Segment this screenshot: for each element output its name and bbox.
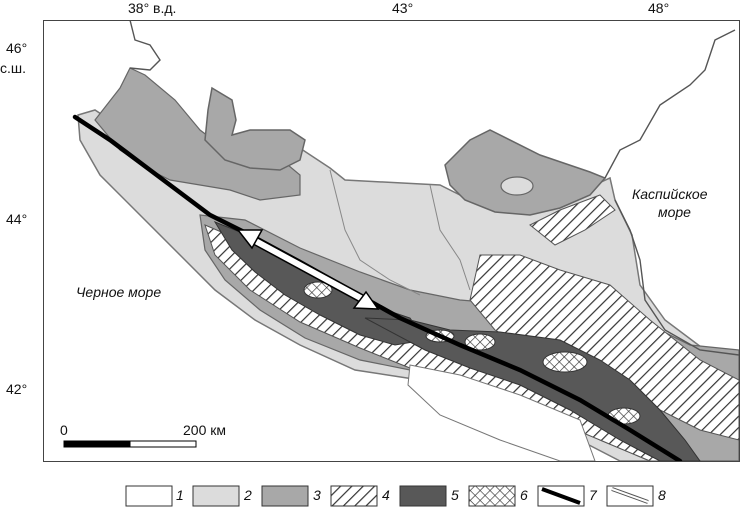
- legend-number-7: 7: [589, 487, 597, 503]
- lon-label-43: 43°: [392, 0, 414, 16]
- double-arrow: [236, 229, 380, 310]
- zone-hatch-caspian: [529, 194, 616, 246]
- zone-cross-4: [542, 351, 588, 373]
- zone-medium-gray-ne: [444, 129, 607, 216]
- legend-number-5: 5: [451, 487, 459, 503]
- lon-label-38: 38° в.д.: [128, 0, 177, 16]
- legend-number-4: 4: [382, 487, 390, 503]
- legend-graphics: [125, 485, 654, 507]
- legend-number-6: 6: [520, 487, 528, 503]
- lat-label-44: 44°: [6, 211, 28, 227]
- legend-number-2: 2: [244, 487, 252, 503]
- scale-bar: [63, 440, 197, 448]
- coastline-caspian-lower: [614, 199, 739, 356]
- black-sea-label: Черное море: [76, 284, 162, 300]
- zone-cross-1: [303, 281, 333, 299]
- zone-dark-gray-east: [364, 317, 701, 461]
- legend-number-3: 3: [313, 487, 321, 503]
- coastline-north: [129, 21, 161, 71]
- zone-cross-3: [464, 333, 496, 351]
- lat-label-42: 42°: [6, 381, 28, 397]
- scale-zero-label: 0: [60, 422, 68, 438]
- caspian-sea-label-1: Каспийское: [632, 186, 708, 202]
- lat-label-46: 46°: [6, 40, 28, 56]
- legend-number-1: 1: [176, 487, 184, 503]
- scale-distance-label: 200 км: [183, 422, 226, 438]
- lat-label-unit: с.ш.: [0, 60, 27, 76]
- inner-border-1: [329, 169, 421, 296]
- zone-medium-gray-north: [204, 86, 306, 171]
- zone-light-inclusion-ne: [500, 176, 534, 196]
- legend-number-8: 8: [658, 487, 666, 503]
- lon-label-48: 48°: [648, 0, 670, 16]
- coastline-caspian: [604, 29, 736, 179]
- inner-border-2: [429, 184, 471, 291]
- zone-white-coast: [407, 364, 596, 461]
- caspian-sea-label-2: море: [658, 204, 691, 220]
